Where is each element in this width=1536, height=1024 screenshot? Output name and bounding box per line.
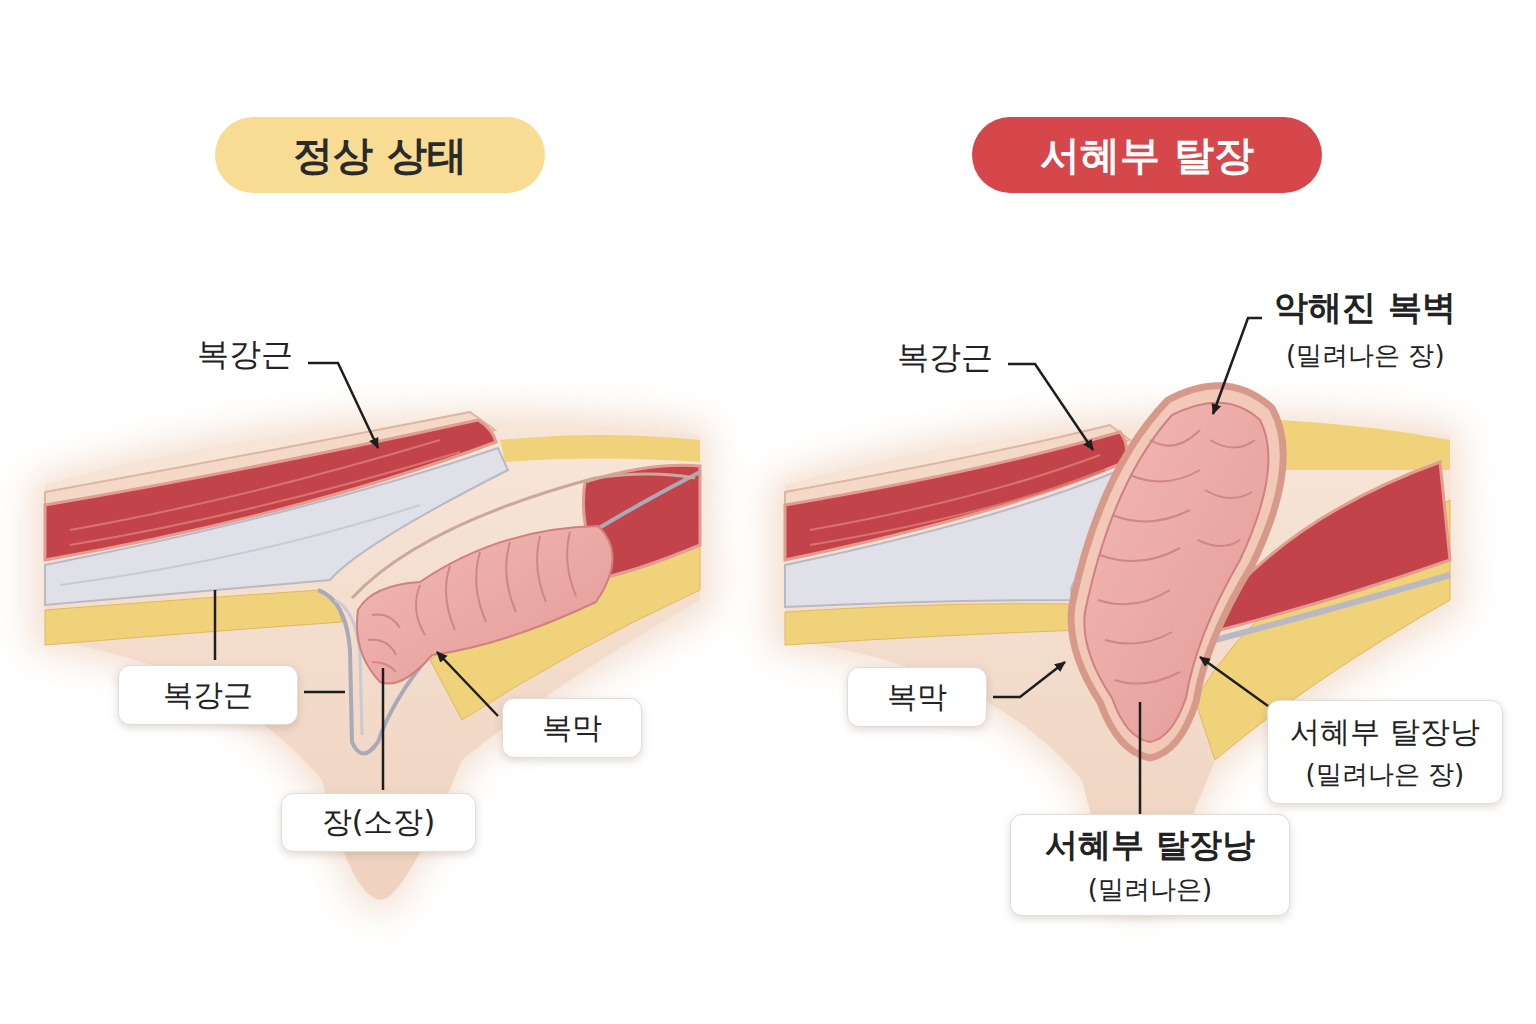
- label-box: 서혜부 탈장낭 (밀려나은 장): [1267, 700, 1503, 804]
- box-heading: 복강근: [163, 675, 253, 716]
- label-box: 서혜부 탈장낭 (밀려나은): [1010, 814, 1290, 916]
- illustration-part: [1205, 490, 1252, 498]
- box-heading: 서혜부 탈장낭: [1290, 712, 1480, 753]
- illustration-part: [500, 435, 700, 462]
- illustration-part: [1100, 548, 1180, 561]
- illustration-part: [1139, 702, 1142, 814]
- illustration-part: [1130, 470, 1200, 481]
- illustration-part: [993, 662, 1065, 697]
- illustration-part: [785, 470, 1120, 607]
- illustration-part: [437, 652, 498, 716]
- leader-lines: [215, 318, 1268, 814]
- illustration-part: [1215, 575, 1450, 640]
- illustration-part: [1098, 590, 1170, 604]
- box-heading: 복막: [542, 708, 602, 749]
- illustration-part: [30, 411, 715, 915]
- illustration-part: [368, 532, 576, 672]
- box-heading: 복막: [887, 677, 947, 718]
- illustration-part: [1098, 430, 1255, 684]
- illustration-part: [1105, 632, 1172, 644]
- illustration-part: [567, 532, 576, 596]
- normal-cross-section: [30, 411, 715, 915]
- illustration-part: [1008, 364, 1093, 450]
- illustration-part: [1280, 420, 1450, 470]
- illustration-part: [476, 552, 486, 622]
- status-pill: 서혜부 탈장: [972, 117, 1322, 193]
- illustration-part: [382, 668, 385, 790]
- box-heading: 장(소장): [322, 802, 435, 843]
- illustration-part: [1084, 403, 1268, 742]
- illustration-part: [1198, 540, 1240, 546]
- box-note: (밀려나은 장): [1305, 757, 1464, 792]
- illustration-part: [308, 363, 378, 448]
- status-pill: 정상 상태: [215, 117, 545, 193]
- part-label: 악해진 복벽: [1274, 285, 1456, 331]
- illustration-part: [785, 604, 1082, 645]
- illustration-part: [416, 585, 425, 635]
- illustration-part: [1112, 510, 1190, 521]
- illustration-part: [506, 542, 516, 612]
- illustration-part: [357, 526, 613, 683]
- box-heading: 서혜부 탈장: [1040, 128, 1254, 183]
- hernia-cross-section: [770, 386, 1465, 915]
- illustration-part: [1213, 318, 1262, 414]
- label-box: 복막: [502, 698, 642, 758]
- box-heading: 정상 상태: [293, 128, 467, 183]
- box-heading: 서혜부 탈장낭: [1045, 823, 1255, 868]
- illustration-part: [1200, 657, 1268, 706]
- label-box: 장(소장): [281, 793, 476, 852]
- illustration-part: [45, 590, 342, 645]
- illustration-part: [537, 536, 546, 602]
- part-label: 복강근: [197, 333, 293, 377]
- illustration-part: [372, 615, 400, 628]
- box-note: (밀려나은): [1088, 872, 1212, 907]
- part-note: (밀려나은 장): [1286, 338, 1445, 373]
- illustration-part: [368, 640, 396, 655]
- label-box: 복강근: [118, 665, 298, 725]
- label-box: 복막: [847, 667, 987, 727]
- illustration-part: [1210, 440, 1255, 448]
- part-label: 복강근: [897, 336, 993, 380]
- illustration-part: [1115, 672, 1180, 684]
- illustration-part: [1071, 386, 1283, 758]
- illustration-part: [304, 691, 345, 694]
- illustration-part: [446, 566, 455, 630]
- illustration-part: [214, 590, 217, 660]
- illustration-part: [1150, 430, 1200, 446]
- illustration-part: [60, 505, 420, 585]
